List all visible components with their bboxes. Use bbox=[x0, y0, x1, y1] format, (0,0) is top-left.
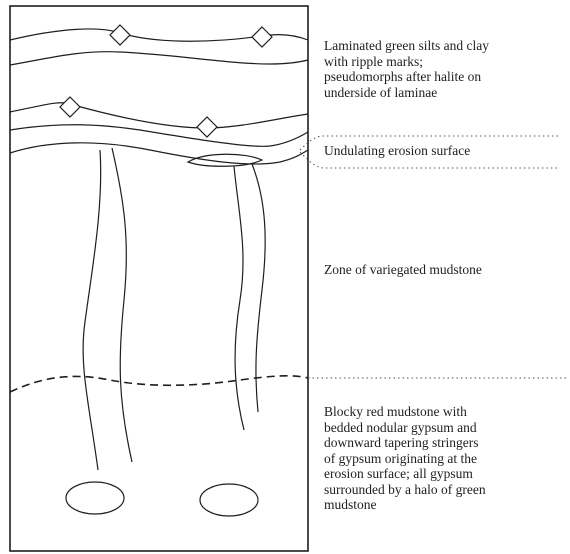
gypsum-stringer bbox=[83, 150, 101, 470]
lamina-line bbox=[10, 125, 308, 147]
lamina-line bbox=[10, 52, 308, 65]
erosion-surface-label: Undulating erosion surface bbox=[324, 143, 564, 159]
halite-pseudomorph-icon bbox=[252, 27, 272, 47]
laminated-silts-label: Laminated green silts and clay with ripp… bbox=[324, 38, 564, 100]
gypsum-stringer bbox=[234, 166, 244, 430]
gypsum-nodule bbox=[66, 482, 124, 514]
gypsum-nodule bbox=[200, 484, 258, 516]
halite-pseudomorph-icon bbox=[60, 97, 80, 117]
halite-pseudomorph-icon bbox=[197, 117, 217, 137]
halite-pseudomorph-icon bbox=[110, 25, 130, 45]
zone-boundary-dashed-line bbox=[10, 376, 308, 392]
gypsum-stringer bbox=[252, 164, 265, 412]
blocky-red-mudstone-label: Blocky red mudstone with bedded nodular … bbox=[324, 404, 564, 513]
gypsum-stringer bbox=[112, 148, 132, 462]
variegated-mudstone-label: Zone of variegated mudstone bbox=[324, 262, 564, 278]
lamina-line bbox=[10, 103, 308, 128]
